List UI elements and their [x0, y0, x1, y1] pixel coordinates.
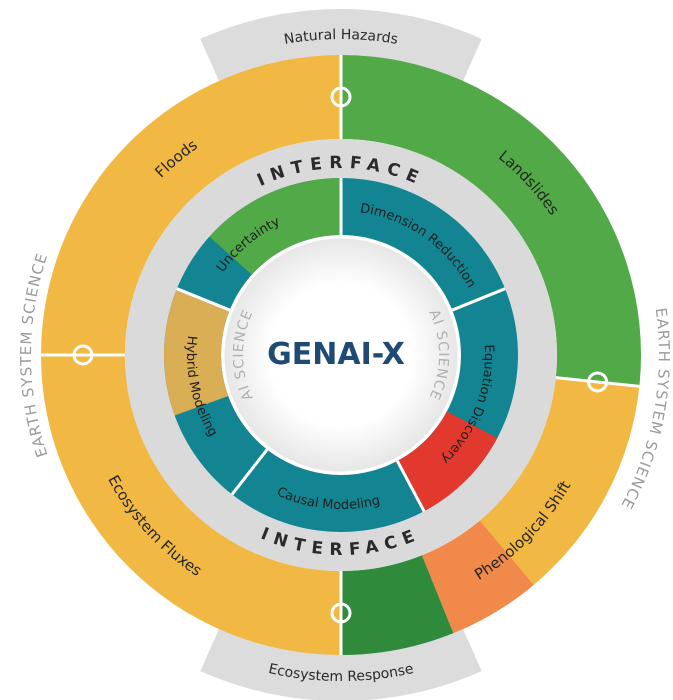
puzzle-seam	[451, 287, 506, 312]
natural-hazards-label: Natural Hazards	[283, 27, 399, 48]
landslides-segment	[341, 55, 641, 387]
puzzle-seam	[555, 376, 640, 388]
hybrid-modeling-segment	[164, 288, 230, 416]
phenological-shift-segment	[421, 520, 534, 634]
dark-green-segment	[341, 555, 454, 655]
center-circle	[221, 235, 461, 475]
natural-hazards-label-text: Natural Hazards	[283, 27, 399, 48]
yellow-segment	[479, 377, 640, 585]
center-title: GENAI-X	[267, 337, 405, 372]
puzzle-seam	[176, 287, 231, 312]
puzzle-seam	[396, 460, 426, 512]
floods-ecosystem-fluxes-segment	[41, 55, 341, 655]
puzzle-seam	[230, 448, 269, 496]
uncertainty-segment	[209, 178, 341, 275]
equation-discovery-segment	[397, 411, 498, 512]
